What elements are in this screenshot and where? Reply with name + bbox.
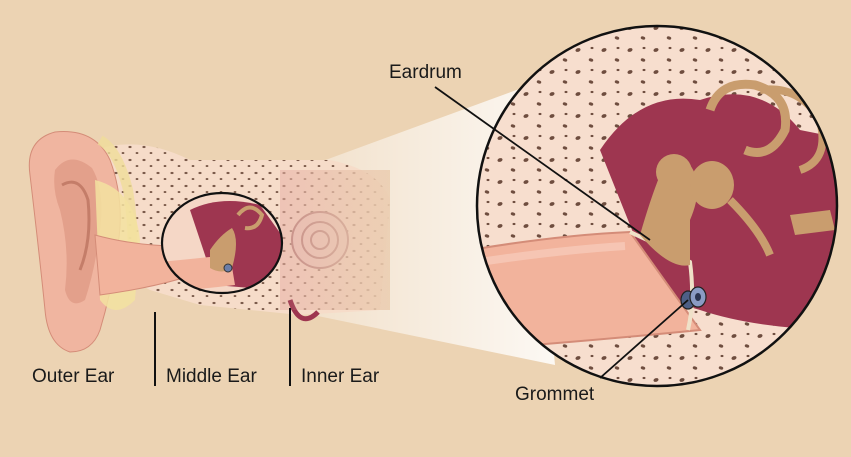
- magnified-view: [477, 26, 837, 386]
- middle-ear-detail: [162, 193, 282, 293]
- label-middle-ear: Middle Ear: [166, 366, 257, 387]
- label-grommet: Grommet: [515, 384, 595, 405]
- magnifier-circle: [475, 24, 839, 388]
- label-eardrum: Eardrum: [389, 62, 462, 83]
- label-outer-ear: Outer Ear: [32, 366, 115, 387]
- eardrum-pointer: [434, 86, 651, 241]
- magnifier-circle-small: [160, 191, 284, 295]
- label-inner-ear: Inner Ear: [301, 366, 380, 387]
- inner-ear-region: [280, 170, 390, 322]
- grommet-pointer: [599, 299, 689, 379]
